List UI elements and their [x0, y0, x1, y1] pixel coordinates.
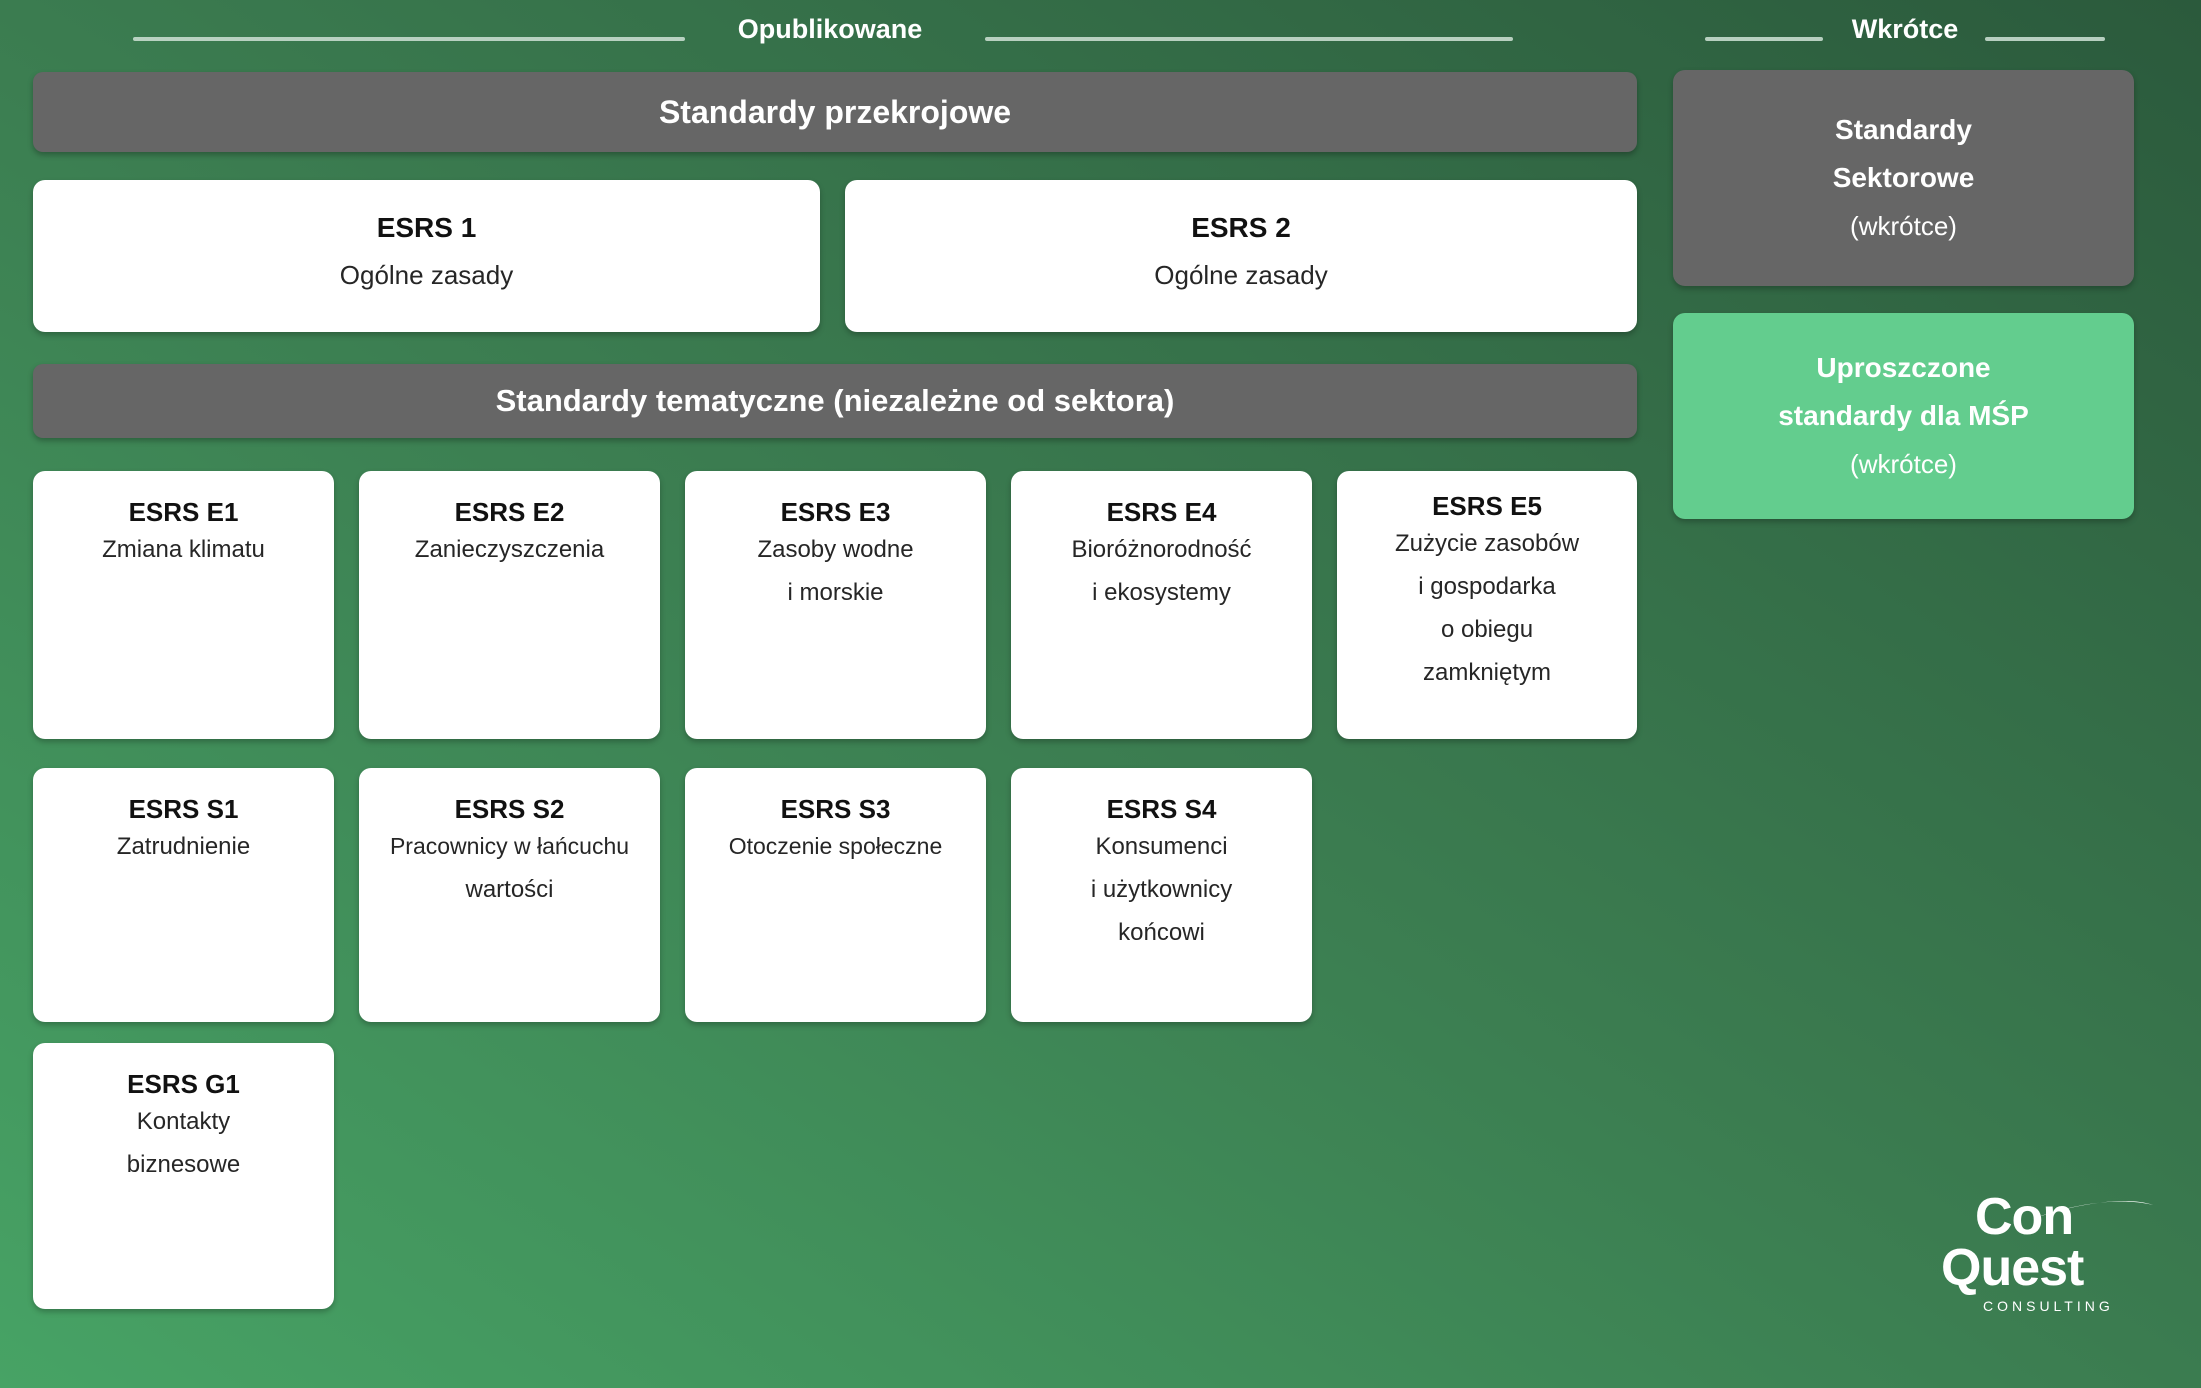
- upcoming-note: (wkrótce): [1850, 211, 1957, 241]
- card-code: ESRS 2: [1191, 212, 1291, 243]
- card-name-line: Zużycie zasobów: [1394, 530, 1580, 557]
- card-name-line: Zmiana klimatu: [102, 536, 265, 563]
- card-name-line: i morskie: [787, 579, 884, 606]
- card-code: ESRS E1: [128, 497, 239, 527]
- section-bar-topical: Standardy tematyczne (niezależne od sekt…: [33, 364, 1637, 438]
- upcoming-title-line: Standardy: [1835, 114, 1972, 145]
- card-name-line: i użytkownicy: [1090, 876, 1233, 903]
- upcoming-title-line: Sektorowe: [1832, 162, 1975, 193]
- card-code: ESRS S1: [128, 794, 239, 824]
- card-esrs-e5: ESRS E5 Zużycie zasobów i gospodarka o o…: [1337, 471, 1637, 739]
- published-left-divider: [133, 37, 685, 41]
- upcoming-title-line: standardy dla MŚP: [1778, 400, 2029, 431]
- card-name-line: końcowi: [1118, 919, 1205, 946]
- card-sector-standards: Standardy Sektorowe (wkrótce): [1673, 70, 2134, 286]
- card-code: ESRS G1: [127, 1069, 240, 1099]
- card-name-line: Konsumenci: [1095, 833, 1228, 860]
- upcoming-title-line: Uproszczone: [1816, 352, 1991, 383]
- card-esrs-e4: ESRS E4 Bioróżnorodność i ekosystemy: [1011, 471, 1312, 739]
- card-name-line: Ogólne zasady: [1154, 260, 1328, 290]
- card-code: ESRS E5: [1432, 491, 1542, 521]
- card-code: ESRS S4: [1106, 794, 1217, 824]
- logo-swoosh-icon: [2027, 1200, 2153, 1221]
- section-title-topical: Standardy tematyczne (niezależne od sekt…: [495, 383, 1175, 418]
- card-name-line: Zanieczyszczenia: [414, 536, 605, 563]
- card-code: ESRS S3: [780, 794, 891, 824]
- logo-text-con: Con: [1975, 1188, 2074, 1246]
- card-esrs-g1: ESRS G1 Kontakty biznesowe: [33, 1043, 334, 1309]
- card-name-line: Bioróżnorodność: [1071, 536, 1252, 563]
- published-right-divider: [985, 37, 1513, 41]
- section-title-cross-cutting: Standardy przekrojowe: [658, 93, 1012, 130]
- published-header-label: Opublikowane: [737, 14, 923, 44]
- card-code: ESRS E4: [1106, 497, 1217, 527]
- card-name-line: Ogólne zasady: [339, 260, 514, 290]
- card-name-line: wartości: [465, 876, 554, 903]
- logo-text-quest: Quest: [1941, 1239, 2084, 1297]
- card-name-line: Kontakty: [136, 1108, 231, 1135]
- card-name-line: Zatrudnienie: [116, 833, 251, 860]
- card-esrs-e3: ESRS E3 Zasoby wodne i morskie: [685, 471, 986, 739]
- card-name-line: Otoczenie społeczne: [728, 833, 943, 859]
- card-name-line: i gospodarka: [1418, 573, 1556, 600]
- card-esrs-s1: ESRS S1 Zatrudnienie: [33, 768, 334, 1022]
- soon-right-divider: [1985, 37, 2105, 41]
- conquest-logo: Con Quest CONSULTING: [1925, 1188, 2165, 1362]
- card-code: ESRS S2: [454, 794, 565, 824]
- card-name-line: Zasoby wodne: [757, 536, 914, 563]
- card-name-line: Pracownicy w łańcuchu: [389, 833, 630, 859]
- card-name-line: i ekosystemy: [1092, 579, 1231, 606]
- card-esrs-e2: ESRS E2 Zanieczyszczenia: [359, 471, 660, 739]
- card-esrs-s3: ESRS S3 Otoczenie społeczne: [685, 768, 986, 1022]
- logo-text-consulting: CONSULTING: [1983, 1298, 2114, 1314]
- card-esrs-s2: ESRS S2 Pracownicy w łańcuchu wartości: [359, 768, 660, 1022]
- soon-header-label: Wkrótce: [1851, 14, 1959, 44]
- card-code: ESRS E2: [454, 497, 565, 527]
- card-esrs-s4: ESRS S4 Konsumenci i użytkownicy końcowi: [1011, 768, 1312, 1022]
- card-esrs-1: ESRS 1 Ogólne zasady: [33, 180, 820, 332]
- upcoming-note: (wkrótce): [1850, 449, 1957, 479]
- card-esrs-2: ESRS 2 Ogólne zasady: [845, 180, 1637, 332]
- card-name-line: o obiegu: [1440, 616, 1534, 643]
- card-name-line: zamkniętym: [1422, 659, 1552, 686]
- section-bar-cross-cutting: Standardy przekrojowe: [33, 72, 1637, 152]
- card-code: ESRS 1: [376, 212, 477, 243]
- card-sme-standards: Uproszczone standardy dla MŚP (wkrótce): [1673, 313, 2134, 519]
- soon-left-divider: [1705, 37, 1823, 41]
- card-name-line: biznesowe: [126, 1151, 241, 1178]
- card-esrs-e1: ESRS E1 Zmiana klimatu: [33, 471, 334, 739]
- card-code: ESRS E3: [780, 497, 891, 527]
